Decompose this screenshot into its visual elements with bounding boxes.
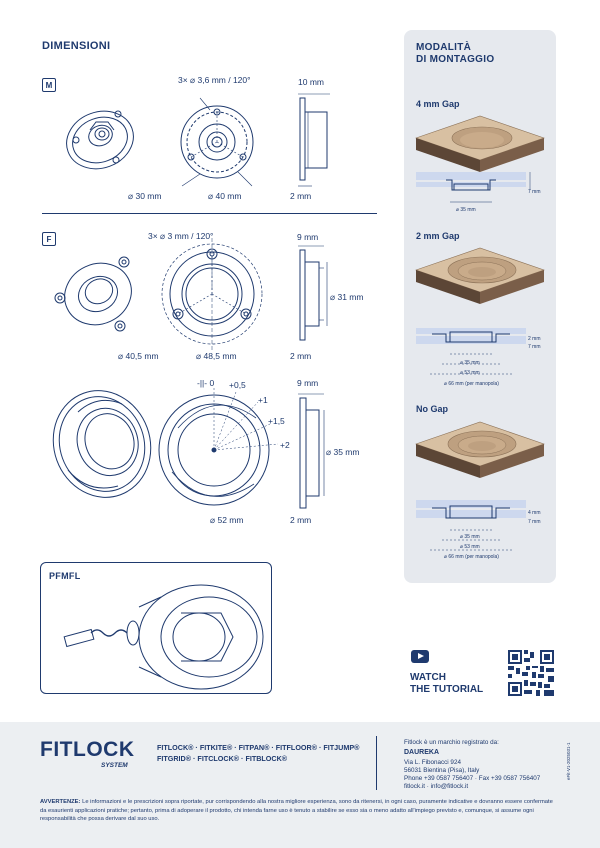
f2-plus-2-label: +2 — [280, 440, 290, 450]
nogap-diameter1: ⌀ 35 mm — [460, 534, 480, 540]
section-f-label: F — [42, 232, 56, 246]
gap2-diameter2: ⌀ 53 mm — [460, 370, 480, 376]
dimensions-title: DIMENSIONI — [42, 40, 111, 52]
f2-plus-05-label: +0,5 — [229, 380, 246, 390]
gap4-section-diagram — [416, 172, 531, 203]
nogap-diameter2: ⌀ 53 mm — [460, 544, 480, 550]
watch-tutorial-link[interactable]: WATCH THE TUTORIAL — [410, 672, 483, 696]
f2-zero-label: -||- 0 — [197, 378, 215, 388]
gap2-block-illustration — [415, 247, 545, 304]
fitlock-logo: FITLOCK — [40, 738, 135, 761]
f2-depth: 2 mm — [290, 515, 312, 525]
f2-front-view-drawing — [158, 388, 279, 506]
f-depth: 2 mm — [290, 351, 312, 361]
f2-side-view-drawing — [298, 393, 325, 509]
address-line1: Via L. Fibonacci 924 — [404, 759, 461, 766]
gap4-diameter: ⌀ 35 mm — [456, 207, 476, 213]
f-perspective-drawing — [54, 256, 132, 332]
m-holes-dimension: 3× ⌀ 3,6 mm / 120° — [178, 75, 251, 85]
warning-text: Le informazioni e le prescrizioni sopra … — [40, 799, 553, 822]
m-outer-diameter: ⌀ 30 mm — [128, 191, 162, 201]
f2-height-diameter: ⌀ 35 mm — [326, 447, 360, 457]
mounting-title: MODALITÀ DI MONTAGGIO — [416, 42, 494, 66]
mounting-panel: MODALITÀ DI MONTAGGIO 4 mm Gap 7 mm ⌀ 35… — [404, 30, 556, 583]
document-code: eFit-V1-2025031-1 — [566, 742, 571, 780]
gap2-diameter3: ⌀ 66 mm (per manopola) — [444, 381, 499, 387]
gap4-height: 7 mm — [528, 189, 541, 195]
warning-paragraph: AVVERTENZE: Le informazioni e le prescri… — [40, 798, 560, 824]
f-outer-diameter: ⌀ 40,5 mm — [118, 351, 159, 361]
gap2-diameter1: ⌀ 35 mm — [460, 360, 480, 366]
f-thickness: 9 mm — [297, 232, 319, 242]
gap4-block-illustration — [415, 115, 545, 172]
gap2-height1: 2 mm — [528, 336, 541, 342]
nogap-height2: 7 mm — [528, 519, 541, 525]
youtube-play-icon[interactable] — [411, 650, 429, 663]
pfmfl-tool-drawing — [63, 584, 264, 690]
footer-divider — [376, 736, 377, 790]
f2-thickness: 9 mm — [297, 378, 319, 388]
pfmfl-title: PFMFL — [49, 571, 81, 581]
f-height-diameter: ⌀ 31 mm — [330, 292, 364, 302]
nogap-diameter3: ⌀ 66 mm (per manopola) — [444, 554, 499, 560]
pfmfl-box: PFMFL — [40, 562, 272, 694]
brands-line2: FITGRID® · FITCLOCK® · FITBLOCK® — [157, 754, 288, 763]
m-perspective-drawing — [66, 110, 134, 170]
f-holes-dimension: 3× ⌀ 3 mm / 120° — [148, 231, 214, 241]
f-pitch-diameter: ⌀ 48,5 mm — [196, 351, 237, 361]
f2-plus-1-label: +1 — [258, 395, 268, 405]
f2-plus-15-label: +1,5 — [268, 416, 285, 426]
web-line[interactable]: fitlock.it · info@fitlock.it — [404, 783, 469, 790]
f2-outer-diameter: ⌀ 52 mm — [210, 515, 244, 525]
registered-text: Fitlock è un marchio registrato da: — [404, 739, 499, 746]
m-front-view-drawing — [180, 97, 254, 187]
phone-line: Phone +39 0587 756407 · Fax +39 0587 756… — [404, 775, 541, 782]
f-front-view-drawing — [161, 238, 263, 350]
m-side-view-drawing — [298, 93, 330, 187]
m-depth: 2 mm — [290, 191, 312, 201]
section-divider — [42, 213, 377, 214]
watch-tutorial-line1: WATCH — [410, 672, 446, 683]
watch-tutorial-line2: THE TUTORIAL — [410, 684, 484, 695]
mounting-title-line2: DI MONTAGGIO — [416, 54, 495, 65]
footer: FITLOCK SYSTEM FITLOCK® · FITKITE® · FIT… — [0, 722, 600, 848]
qr-code-icon[interactable] — [508, 650, 554, 696]
warning-label: AVVERTENZE: — [40, 799, 81, 805]
address-line2: 56031 Bientina (Pisa), Italy — [404, 767, 480, 774]
m-thickness: 10 mm — [298, 77, 324, 87]
gap4-label: 4 mm Gap — [416, 99, 460, 109]
mounting-title-line1: MODALITÀ — [416, 42, 472, 53]
section-m-label: M — [42, 78, 56, 92]
nogap-block-illustration — [415, 421, 545, 478]
m-pitch-diameter: ⌀ 40 mm — [208, 191, 242, 201]
gap2-section-diagram — [416, 328, 526, 375]
gap2-height2: 7 mm — [528, 344, 541, 350]
nogap-section-diagram — [416, 500, 526, 551]
nogap-label: No Gap — [416, 404, 449, 414]
nogap-height1: 4 mm — [528, 510, 541, 516]
company-name: DAUREKA — [404, 749, 439, 756]
f-side-view-drawing — [298, 245, 328, 341]
f2-perspective-drawing — [52, 390, 152, 498]
fitlock-logo-sub: SYSTEM — [101, 762, 128, 769]
brands-line1: FITLOCK® · FITKITE® · FITPAN® · FITFLOOR… — [157, 743, 360, 752]
gap2-label: 2 mm Gap — [416, 231, 460, 241]
